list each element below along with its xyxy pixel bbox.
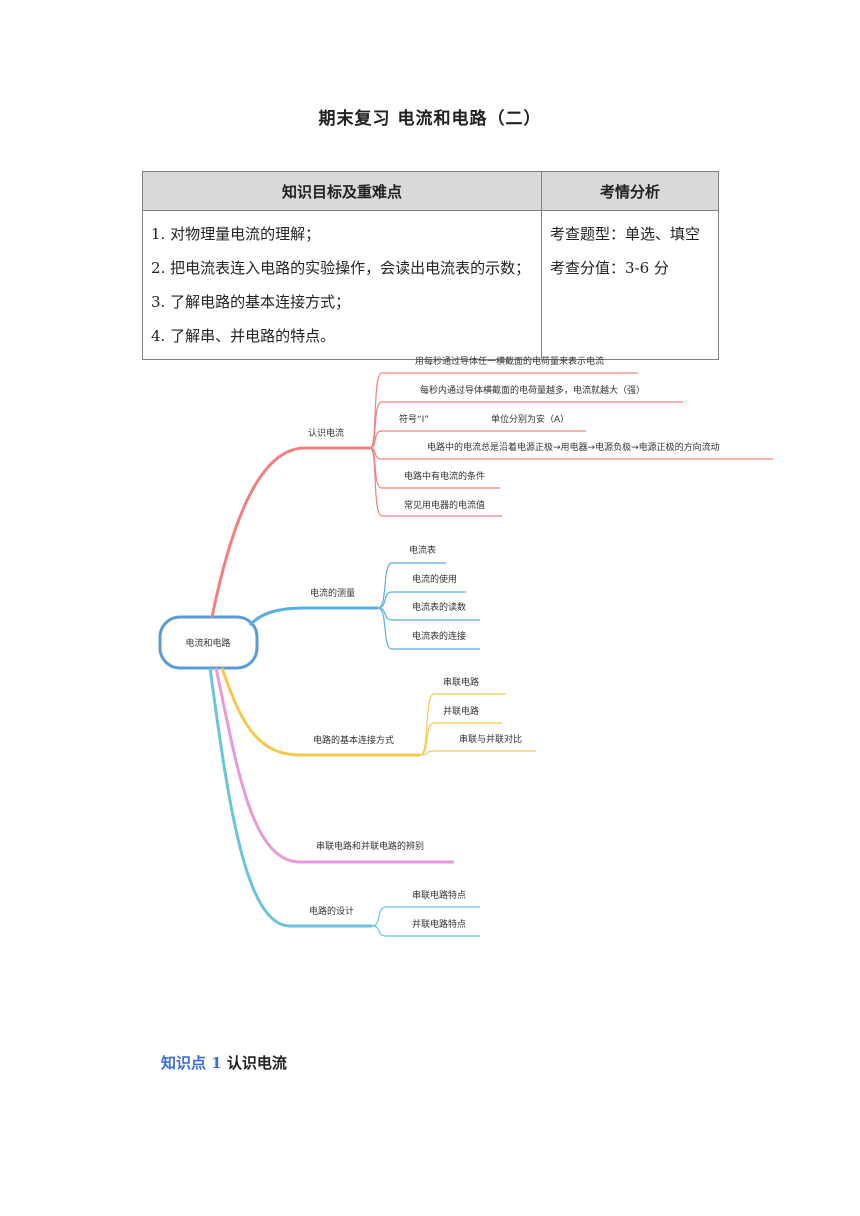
root-node — [158, 615, 259, 670]
sub-line — [377, 607, 480, 650]
branch-line — [208, 667, 372, 928]
sub-line — [419, 750, 536, 756]
branch-label: 认识电流 — [308, 427, 344, 439]
sub-label: 并联电路特点 — [412, 918, 466, 930]
mind-map: 电流和电路 认识电流 用每秒通过导体任一横截面的电荷量来表示电流 每秒内通过导体… — [158, 355, 773, 937]
table-header-objectives: 知识目标及重难点 — [142, 171, 542, 211]
branch-design: 电路的设计 串联电路特点 并联电路特点 — [208, 667, 480, 937]
branch-measurement: 电流的测量 电流表 电流的使用 电流表的读数 电流表的连接 — [248, 544, 480, 650]
sub-label: 用每秒通过导体任一横截面的电荷量来表示电流 — [415, 355, 604, 367]
sub-line — [419, 722, 502, 756]
branch-line — [210, 446, 370, 618]
sub-label: 串联电路特点 — [412, 889, 466, 901]
sub-line — [419, 693, 506, 756]
sub-line — [371, 925, 480, 937]
branch-line — [214, 667, 454, 864]
sub-line — [369, 447, 500, 489]
branch-label: 电流的测量 — [310, 587, 355, 599]
sub-label-extra: 单位分别为安（A） — [491, 413, 569, 425]
objective-item: 2. 把电流表连入电路的实验操作，会读出电流表的示数； — [151, 259, 531, 277]
sub-label: 常见用电器的电流值 — [404, 499, 485, 511]
sub-label: 电流表的连接 — [412, 630, 466, 642]
analysis-item: 考查题型：单选、填空 — [550, 225, 701, 243]
analysis-cell: 考查题型：单选、填空 考查分值：3-6 分 — [541, 210, 719, 360]
page-title: 期末复习 电流和电路（二） — [318, 109, 542, 129]
sub-label: 串联电路 — [443, 676, 479, 688]
analysis-item: 考查分值：3-6 分 — [550, 259, 669, 277]
root-label: 电流和电路 — [185, 637, 230, 649]
sub-label: 电流表的读数 — [412, 601, 466, 613]
sub-line — [371, 906, 480, 927]
sub-line — [369, 447, 502, 517]
branch-identify: 串联电路和并联电路的辨别 — [214, 667, 454, 864]
branch-label: 串联电路和并联电路的辨别 — [316, 840, 424, 852]
sub-label: 电路中有电流的条件 — [404, 470, 485, 482]
knowledge-point-title: 认识电流 — [226, 1054, 287, 1072]
knowledge-point-heading: 知识点 1 认识电流 — [161, 1052, 287, 1073]
objectives-cell: 1. 对物理量电流的理解； 2. 把电流表连入电路的实验操作，会读出电流表的示数… — [142, 210, 542, 360]
sub-label: 电流表 — [409, 544, 436, 556]
branch-line — [248, 606, 378, 627]
branch-current: 认识电流 用每秒通过导体任一横截面的电荷量来表示电流 每秒内通过导体横截面的电荷… — [210, 355, 773, 618]
objective-item: 1. 对物理量电流的理解； — [151, 225, 321, 243]
sub-line — [377, 591, 466, 609]
sub-label: 每秒内通过导体横截面的电荷量越多，电流就越大（强） — [420, 384, 645, 396]
table-header-analysis: 考情分析 — [541, 171, 719, 211]
branch-line — [220, 667, 420, 757]
sub-line — [377, 562, 446, 609]
objective-item: 3. 了解电路的基本连接方式； — [151, 293, 351, 311]
sub-label: 电路中的电流总是沿着电源正极→用电器→电源负极→电源正极的方向流动 — [427, 441, 720, 453]
sub-label: 串联与并联对比 — [459, 733, 522, 745]
sub-label: 电流的使用 — [412, 573, 457, 585]
branch-label: 电路的基本连接方式 — [313, 734, 394, 746]
objective-item: 4. 了解串、并电路的特点。 — [151, 327, 336, 345]
branch-connection: 电路的基本连接方式 串联电路 并联电路 串联与并联对比 — [220, 667, 536, 757]
knowledge-point-number: 知识点 1 — [161, 1054, 222, 1072]
objectives-table: 知识目标及重难点 考情分析 1. 对物理量电流的理解； 2. 把电流表连入电路的… — [142, 171, 719, 360]
sub-line — [369, 430, 586, 449]
sub-line — [369, 372, 638, 449]
sub-label: 并联电路 — [443, 705, 479, 717]
sub-line — [369, 401, 683, 449]
sub-label: 符号“I” — [399, 413, 429, 425]
branch-label: 电路的设计 — [309, 905, 354, 917]
